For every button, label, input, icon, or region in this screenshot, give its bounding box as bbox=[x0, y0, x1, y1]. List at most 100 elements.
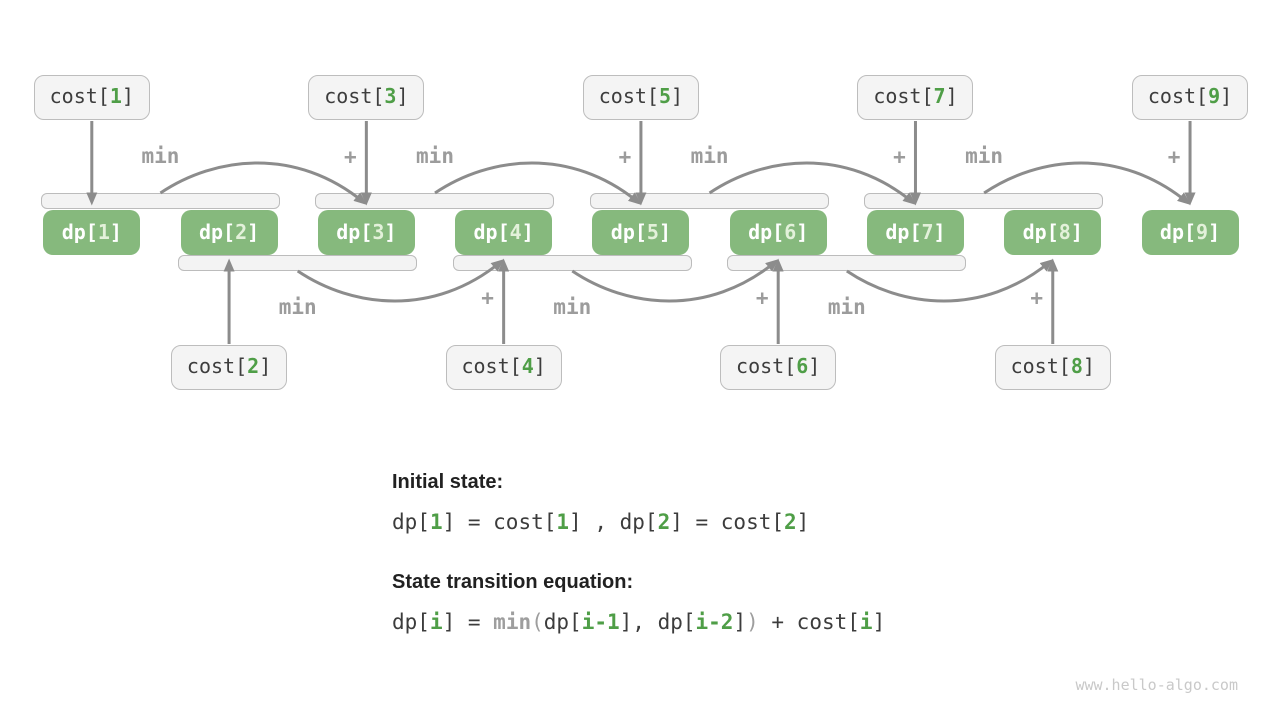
equation-segment: 2 bbox=[657, 510, 671, 534]
equation-segment: i-2 bbox=[695, 610, 734, 634]
initial-state-equation: dp[1] = cost[1] , dp[2] = cost[2] bbox=[392, 510, 809, 534]
equation-segment: dp[ bbox=[543, 610, 582, 634]
dp-box-2: dp[2] bbox=[180, 210, 278, 255]
dp-label-suffix: ] bbox=[247, 220, 260, 244]
cost-label-index: 4 bbox=[521, 354, 534, 378]
dp-label-index: 7 bbox=[921, 220, 934, 244]
cost-label-suffix: ] bbox=[396, 84, 409, 108]
min-label-bottom: min bbox=[553, 295, 592, 319]
initial-state-title: Initial state: bbox=[392, 471, 504, 493]
min-label-top: min bbox=[141, 144, 180, 168]
cost-label-suffix: ] bbox=[808, 354, 821, 378]
cost-label-suffix: ] bbox=[259, 354, 272, 378]
cost-label-prefix: cost[ bbox=[186, 354, 248, 378]
pair-bracket-top-3-4 bbox=[315, 193, 555, 209]
cost-label-prefix: cost[ bbox=[873, 84, 934, 108]
dp-label-suffix: ] bbox=[521, 220, 534, 244]
pair-bracket-bottom-6-7 bbox=[727, 255, 967, 271]
dp-box-8: dp[8] bbox=[1004, 210, 1102, 255]
equation-segment: i-1 bbox=[581, 610, 620, 634]
cost-label-prefix: cost[ bbox=[598, 84, 659, 108]
cost-label-index: 9 bbox=[1208, 84, 1221, 108]
cost-label-prefix: cost[ bbox=[324, 84, 385, 108]
equation-segment: min bbox=[493, 610, 532, 634]
plus-label-bottom: + bbox=[1030, 286, 1044, 310]
dp-label-prefix: dp[ bbox=[198, 220, 236, 244]
equation-segment: ] = cost[ bbox=[670, 510, 785, 534]
cost-box-3: cost[3] bbox=[308, 75, 425, 120]
dp-label-suffix: ] bbox=[933, 220, 946, 244]
plus-label-top: + bbox=[893, 145, 906, 169]
dp-label-prefix: dp[ bbox=[885, 220, 922, 244]
dp-label-prefix: dp[ bbox=[61, 220, 98, 244]
cost-label-suffix: ] bbox=[945, 84, 958, 108]
cost-label-index: 2 bbox=[247, 354, 260, 378]
cost-box-2: cost[2] bbox=[171, 345, 288, 390]
equation-segment: ], dp[ bbox=[619, 610, 696, 634]
plus-label-bottom: + bbox=[755, 286, 769, 310]
cost-label-index: 7 bbox=[933, 84, 946, 108]
pair-bracket-top-5-6 bbox=[589, 193, 829, 209]
cost-box-7: cost[7] bbox=[857, 75, 974, 120]
dp-box-4: dp[4] bbox=[455, 210, 553, 255]
dp-label-prefix: dp[ bbox=[1022, 220, 1059, 244]
pair-bracket-top-1-2 bbox=[40, 193, 280, 209]
equation-segment: dp[ bbox=[392, 610, 430, 634]
watermark: www.hello-algo.com bbox=[1075, 676, 1238, 694]
equation-segment: ( bbox=[531, 610, 544, 634]
equation-segment: + cost[ bbox=[758, 610, 860, 634]
plus-label-top: + bbox=[344, 145, 357, 169]
dp-label-prefix: dp[ bbox=[610, 220, 647, 244]
equation-segment: ] , dp[ bbox=[569, 510, 658, 534]
dp-label-index: 8 bbox=[1058, 220, 1071, 244]
dp-label-index: 3 bbox=[372, 220, 385, 244]
cost-box-9: cost[9] bbox=[1132, 75, 1249, 120]
equation-segment: i bbox=[429, 610, 443, 634]
state-transition-equation: dp[i] = min(dp[i-1], dp[i-2]) + cost[i] bbox=[392, 610, 885, 634]
cost-label-index: 1 bbox=[109, 84, 122, 108]
cost-label-prefix: cost[ bbox=[49, 84, 110, 108]
dp-box-5: dp[5] bbox=[592, 210, 690, 255]
cost-label-prefix: cost[ bbox=[736, 354, 797, 378]
dp-label-prefix: dp[ bbox=[336, 220, 373, 244]
equation-segment: ] = bbox=[442, 610, 494, 634]
dp-label-suffix: ] bbox=[658, 220, 672, 244]
cost-box-5: cost[5] bbox=[582, 75, 699, 120]
cost-box-1: cost[1] bbox=[33, 75, 150, 120]
cost-label-index: 3 bbox=[384, 84, 397, 108]
equation-segment: ] = cost[ bbox=[442, 510, 557, 534]
equation-segment: dp[ bbox=[392, 510, 430, 534]
cost-box-8: cost[8] bbox=[994, 345, 1111, 390]
dp-label-prefix: dp[ bbox=[748, 220, 785, 244]
cost-label-suffix: ] bbox=[1220, 84, 1233, 108]
dp-box-6: dp[6] bbox=[729, 210, 827, 255]
dp-box-7: dp[7] bbox=[866, 210, 964, 255]
min-label-top: min bbox=[416, 144, 454, 168]
dp-label-index: 4 bbox=[509, 220, 522, 244]
dp-label-index: 6 bbox=[784, 220, 797, 244]
equation-segment: ] bbox=[872, 610, 886, 634]
cost-label-index: 6 bbox=[796, 354, 809, 378]
dp-box-3: dp[3] bbox=[317, 210, 415, 255]
equation-segment: ] bbox=[733, 610, 747, 634]
min-label-bottom: min bbox=[278, 295, 317, 319]
cost-label-prefix: cost[ bbox=[1147, 84, 1209, 108]
min-label-bottom: min bbox=[827, 295, 866, 319]
equation-segment: 2 bbox=[784, 510, 797, 534]
cost-box-6: cost[6] bbox=[720, 345, 837, 390]
dp-label-index: 5 bbox=[646, 220, 659, 244]
equation-segment: ] bbox=[796, 510, 810, 534]
min-label-top: min bbox=[690, 144, 729, 168]
equation-segment: ) bbox=[746, 610, 759, 634]
pair-bracket-bottom-2-3 bbox=[178, 255, 418, 271]
dp-box-9: dp[9] bbox=[1141, 210, 1239, 255]
cost-label-suffix: ] bbox=[1082, 354, 1095, 378]
dp-box-1: dp[1] bbox=[43, 210, 141, 255]
cost-label-suffix: ] bbox=[121, 84, 134, 108]
cost-label-suffix: ] bbox=[533, 354, 546, 378]
dp-label-index: 1 bbox=[97, 220, 110, 244]
dp-label-suffix: ] bbox=[1070, 220, 1083, 244]
pair-bracket-top-7-8 bbox=[864, 193, 1104, 209]
min-label-top: min bbox=[965, 144, 1004, 168]
